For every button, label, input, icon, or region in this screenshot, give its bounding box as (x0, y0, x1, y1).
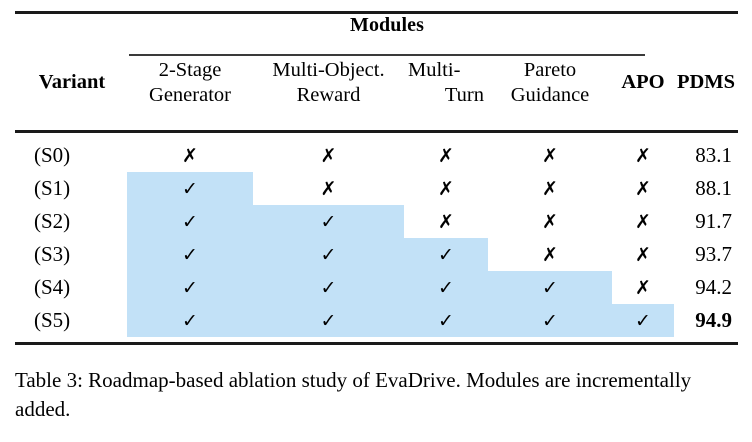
module-disabled-cell: ✗ (404, 205, 488, 238)
check-icon: ✓ (542, 310, 558, 332)
column-header-pareto-guidance: Pareto Guidance (510, 59, 590, 106)
column-header-2-stage-generator: 2-Stage Generator (149, 59, 231, 106)
column-header-pdms: PDMS (676, 71, 736, 93)
module-disabled-cell: ✗ (488, 238, 612, 271)
pdms-value: 94.2 (695, 275, 732, 299)
module-enabled-cell: ✓ (253, 238, 404, 271)
module-enabled-cell: ✓ (127, 205, 253, 238)
variant-label: (S1) (34, 176, 71, 200)
table-row: (S3) ✓ ✓ ✓ ✗ ✗ 93.7 (15, 238, 738, 271)
check-icon: ✓ (438, 310, 454, 332)
pdms-value: 91.7 (695, 209, 732, 233)
check-icon: ✓ (320, 244, 337, 266)
module-disabled-cell: ✗ (404, 139, 488, 172)
table-rule-bottom (15, 342, 738, 345)
cross-icon: ✗ (320, 178, 337, 200)
module-disabled-cell: ✗ (612, 139, 674, 172)
module-enabled-cell: ✓ (404, 238, 488, 271)
variant-label: (S3) (34, 242, 71, 266)
table-row: (S2) ✓ ✓ ✗ ✗ ✗ 91.7 (15, 205, 738, 238)
table-caption: Table 3: Roadmap-based ablation study of… (15, 368, 692, 421)
module-enabled-cell: ✓ (612, 304, 674, 337)
column-header-apo: APO (621, 71, 665, 93)
check-icon: ✓ (320, 310, 337, 332)
module-disabled-cell: ✗ (612, 238, 674, 271)
cross-icon: ✗ (542, 244, 558, 266)
table-row: (S4) ✓ ✓ ✓ ✓ ✗ 94.2 (15, 271, 738, 304)
cross-icon: ✗ (635, 277, 651, 299)
module-disabled-cell: ✗ (612, 271, 674, 304)
cross-icon: ✗ (542, 145, 558, 167)
modules-group-rule (129, 54, 645, 56)
module-disabled-cell: ✗ (488, 205, 612, 238)
cross-icon: ✗ (635, 211, 651, 233)
table-row: (S0) ✗ ✗ ✗ ✗ ✗ 83.1 (15, 139, 738, 172)
check-icon: ✓ (438, 277, 454, 299)
check-icon: ✓ (320, 211, 337, 233)
module-enabled-cell: ✓ (127, 172, 253, 205)
variant-label: (S0) (34, 143, 71, 167)
table-rule-middle (15, 130, 738, 133)
check-icon: ✓ (542, 277, 558, 299)
check-icon: ✓ (182, 178, 198, 200)
cross-icon: ✗ (542, 211, 558, 233)
check-icon: ✓ (182, 211, 198, 233)
check-icon: ✓ (438, 244, 454, 266)
module-enabled-cell: ✓ (253, 205, 404, 238)
pdms-value: 94.9 (695, 308, 732, 332)
ablation-table: Modules Variant 2-Stage Generator Multi-… (15, 0, 738, 348)
variant-label: (S4) (34, 275, 71, 299)
column-header-multi-turn: Multi- Turn (408, 59, 484, 106)
cross-icon: ✗ (438, 145, 454, 167)
module-enabled-cell: ✓ (404, 304, 488, 337)
column-header-variant: Variant (38, 71, 106, 93)
pdms-value: 88.1 (695, 176, 732, 200)
variant-label: (S5) (34, 308, 71, 332)
table-rule-top (15, 11, 738, 14)
check-icon: ✓ (182, 310, 198, 332)
module-enabled-cell: ✓ (127, 304, 253, 337)
module-enabled-cell: ✓ (127, 271, 253, 304)
table-body: (S0)✗✗✗✗✗83.1(S1)✓✗✗✗✗88.1(S2)✓✓✗✗✗91.7(… (15, 139, 738, 337)
cross-icon: ✗ (635, 178, 651, 200)
module-disabled-cell: ✗ (488, 139, 612, 172)
cross-icon: ✗ (542, 178, 558, 200)
check-icon: ✓ (635, 310, 651, 332)
cross-icon: ✗ (320, 145, 337, 167)
module-enabled-cell: ✓ (488, 271, 612, 304)
cross-icon: ✗ (182, 145, 198, 167)
module-disabled-cell: ✗ (612, 205, 674, 238)
cross-icon: ✗ (438, 211, 454, 233)
module-enabled-cell: ✓ (253, 271, 404, 304)
module-disabled-cell: ✗ (253, 139, 404, 172)
module-disabled-cell: ✗ (253, 172, 404, 205)
module-disabled-cell: ✗ (127, 139, 253, 172)
module-enabled-cell: ✓ (488, 304, 612, 337)
module-enabled-cell: ✓ (253, 304, 404, 337)
module-disabled-cell: ✗ (488, 172, 612, 205)
module-enabled-cell: ✓ (404, 271, 488, 304)
cross-icon: ✗ (635, 145, 651, 167)
variant-label: (S2) (34, 209, 71, 233)
module-disabled-cell: ✗ (404, 172, 488, 205)
cross-icon: ✗ (438, 178, 454, 200)
cross-icon: ✗ (635, 244, 651, 266)
check-icon: ✓ (182, 277, 198, 299)
check-icon: ✓ (320, 277, 337, 299)
table-row: (S1) ✓ ✗ ✗ ✗ ✗ 88.1 (15, 172, 738, 205)
column-group-header-modules: Modules (349, 14, 425, 36)
pdms-value: 83.1 (695, 143, 732, 167)
check-icon: ✓ (182, 244, 198, 266)
table-row: (S5) ✓ ✓ ✓ ✓ ✓ 94.9 (15, 304, 738, 337)
module-disabled-cell: ✗ (612, 172, 674, 205)
pdms-value: 93.7 (695, 242, 732, 266)
module-enabled-cell: ✓ (127, 238, 253, 271)
column-header-multi-object-reward: Multi-Object. Reward (272, 59, 385, 106)
